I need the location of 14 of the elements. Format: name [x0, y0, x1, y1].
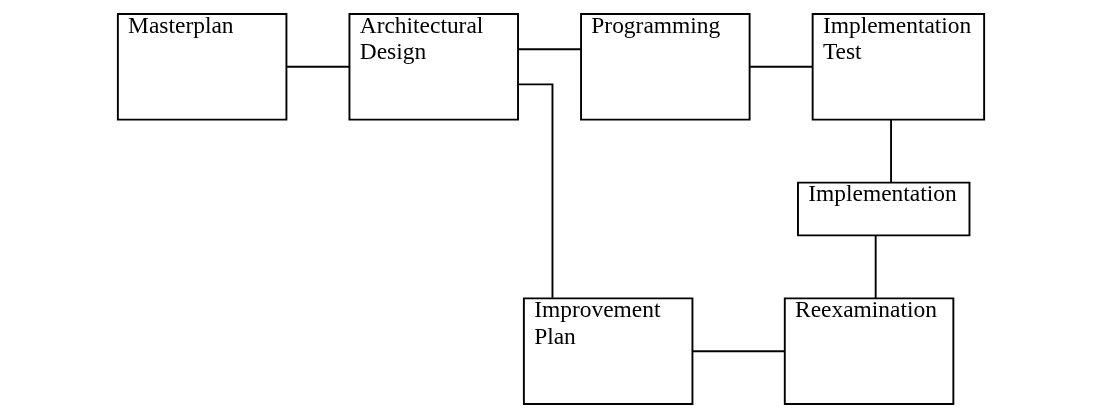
node-box: Implementation: [797, 181, 971, 237]
node-box: Programming: [580, 13, 751, 121]
connector: [691, 350, 786, 353]
connector: [890, 118, 892, 184]
node-box: Masterplan: [116, 13, 288, 121]
connector: [874, 234, 877, 299]
connector: [749, 65, 814, 68]
connector: [517, 48, 582, 51]
node-box: Architectural Design: [348, 13, 519, 121]
node-box: Implementation Test: [811, 13, 986, 121]
connector: [517, 83, 554, 299]
connector: [286, 65, 351, 68]
node-box: Reexamination: [783, 297, 955, 405]
node-box: Improvement Plan: [522, 297, 694, 405]
